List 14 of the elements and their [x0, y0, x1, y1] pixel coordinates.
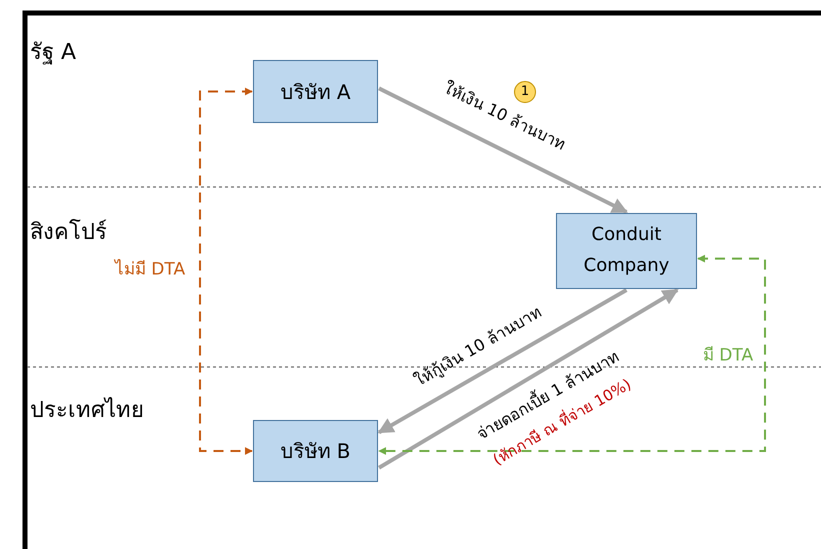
entity-box: Conduit Company: [556, 213, 697, 289]
arrow: [378, 254, 766, 455]
edge-label: มี DTA: [702, 344, 754, 368]
arrow: [199, 88, 253, 455]
entity-box: บริษัท B: [253, 420, 378, 482]
entity-box: บริษัท A: [253, 60, 378, 123]
region-label: ประเทศไทย: [30, 396, 144, 425]
region-label: สิงคโปร์: [30, 218, 107, 247]
arrow: [378, 86, 628, 214]
callout-number: 1: [514, 81, 536, 103]
region-label: รัฐ A: [30, 39, 76, 67]
arrow: [378, 288, 628, 434]
arrow: [378, 288, 679, 470]
edge-label: ไม่มี DTA: [114, 258, 186, 282]
